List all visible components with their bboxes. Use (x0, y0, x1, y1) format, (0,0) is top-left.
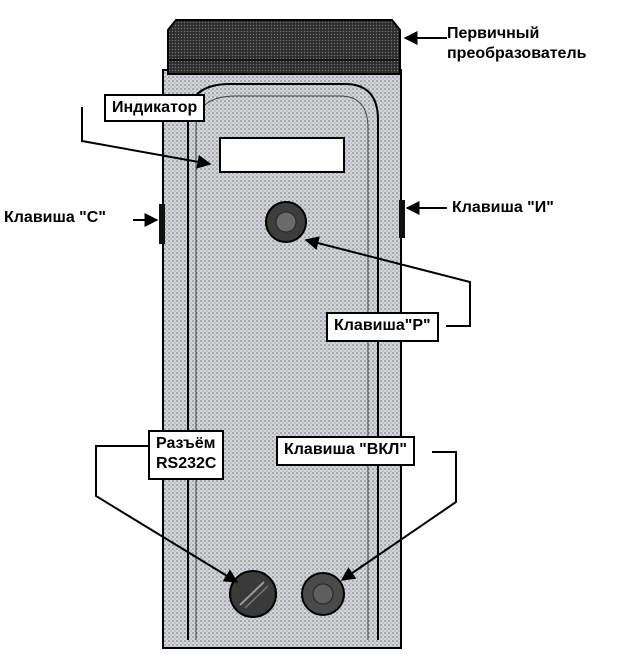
key-c-side-button[interactable] (159, 204, 165, 244)
rs232c-connector (229, 570, 277, 618)
label-key-c-text: Клавиша "С" (4, 209, 106, 226)
key-r-button[interactable] (265, 201, 307, 243)
key-on-button[interactable] (301, 572, 345, 616)
label-connector-line1: Разъём (156, 435, 216, 452)
label-indicator: Индикатор (104, 94, 206, 122)
leader-lines (81, 31, 471, 583)
label-key-c: Клавиша "С" (4, 208, 106, 227)
indicator-display (219, 137, 345, 173)
label-indicator-text: Индикатор (112, 99, 198, 116)
label-key-r: Клавиша"Р" (326, 312, 439, 342)
label-key-on-text: Клавиша "ВКЛ" (284, 441, 407, 458)
leader-indicator (81, 107, 212, 169)
key-i-side-button[interactable] (399, 200, 405, 238)
primary-transducer-cap (167, 19, 401, 75)
label-connector: Разъём RS232C (148, 430, 225, 480)
leader-connector (95, 445, 239, 583)
label-key-r-text: Клавиша"Р" (334, 317, 431, 334)
label-key-i-text: Клавиша "И" (452, 199, 554, 216)
label-primary-transducer-line1: Первичный (447, 25, 540, 42)
label-primary-transducer: Первичный преобразователь (447, 24, 586, 64)
label-key-i: Клавиша "И" (452, 198, 554, 217)
label-connector-line2: RS232C (156, 455, 217, 472)
label-primary-transducer-line2: преобразователь (447, 45, 587, 62)
leader-key-r (304, 236, 471, 327)
leader-key-on (340, 451, 457, 581)
label-key-on: Клавиша "ВКЛ" (276, 436, 415, 466)
